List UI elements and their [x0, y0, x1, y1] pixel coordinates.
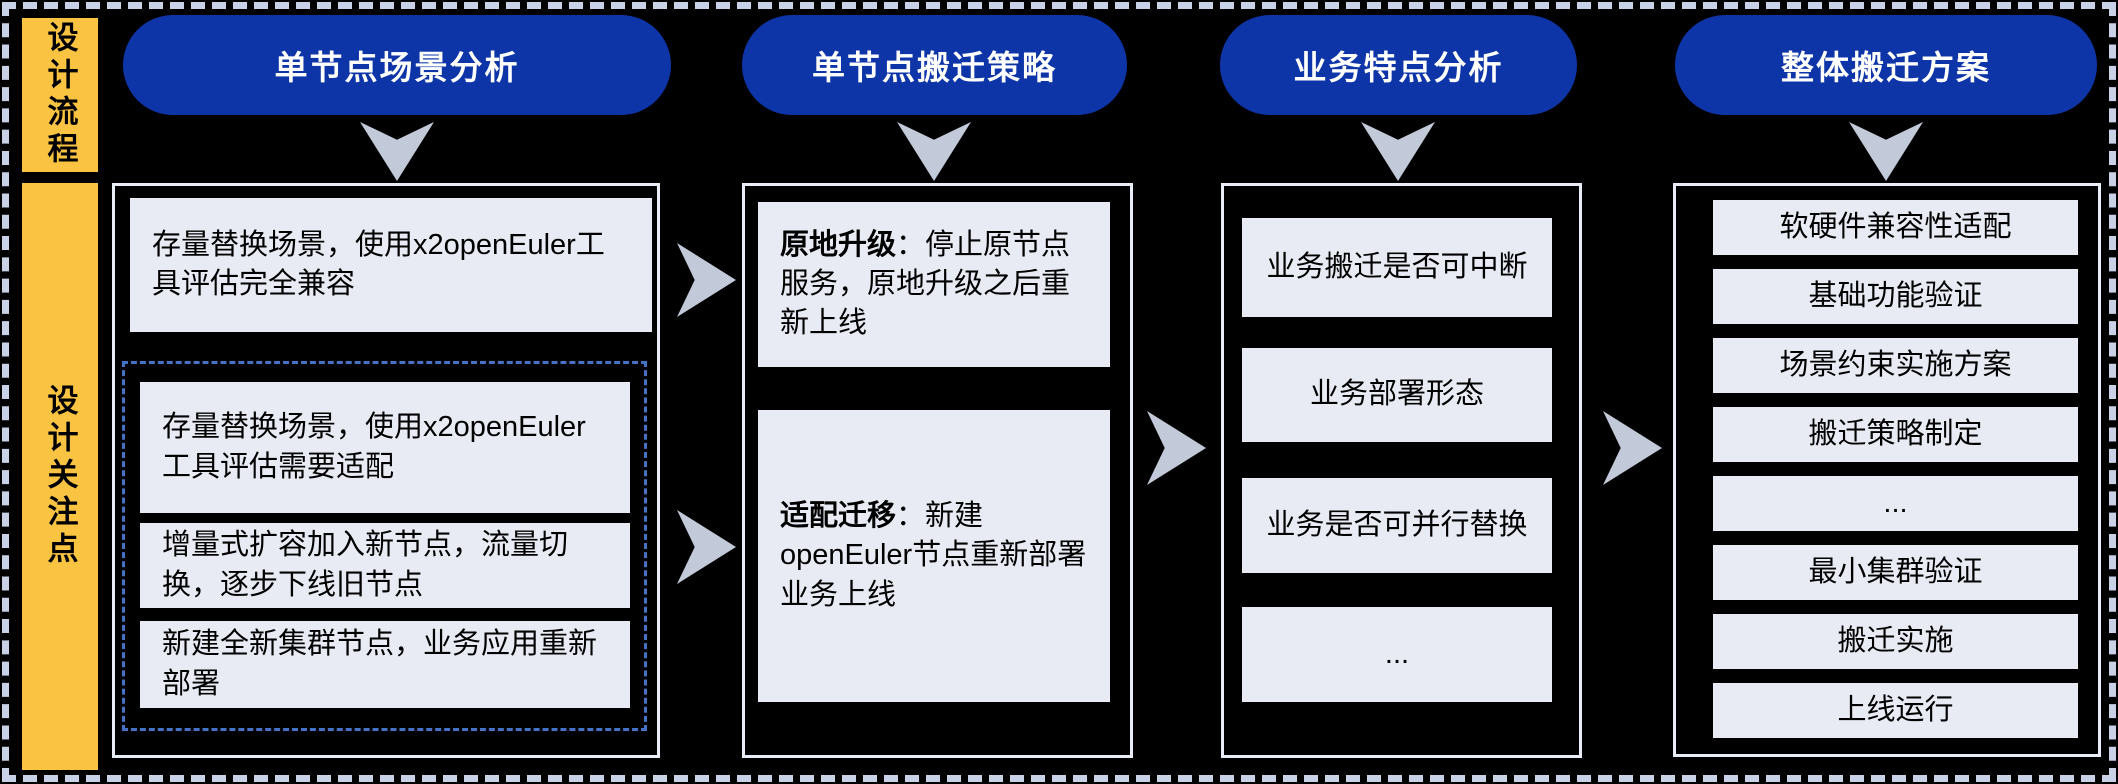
box-text: ...	[1384, 637, 1410, 670]
chevron-right-icon	[677, 243, 736, 317]
chevron-right-icon	[1603, 411, 1662, 485]
box-text: 搬迁策略制定	[1808, 417, 1983, 450]
box-text: ...	[1883, 486, 1908, 519]
box-text: 基础功能验证	[1808, 279, 1983, 312]
box-text: 业务部署形态	[1309, 378, 1484, 411]
box-adaptation-migration: 适配迁移：新建openEuler节点重新部署业务上线	[758, 410, 1110, 702]
dashed-adaptation-group	[122, 361, 647, 731]
box-text: 业务搬迁是否可中断	[1266, 250, 1528, 283]
sidebar-label-design-focus: 设计关注点	[22, 183, 98, 770]
chevron-down-icon	[897, 122, 971, 181]
box-hw-sw-compatibility: 软硬件兼容性适配	[1713, 200, 2078, 255]
box-text: 适配迁移：新建openEuler节点重新部署业务上线	[780, 497, 1088, 614]
chevron-down-icon	[360, 122, 434, 181]
box-ellipsis: ...	[1713, 476, 2078, 531]
box-minimal-cluster-verification: 最小集群验证	[1713, 545, 2078, 600]
box-text: 存量替换场景，使用x2openEuler工具评估完全兼容	[152, 228, 605, 300]
box-stock-replace-fully-compatible: 存量替换场景，使用x2openEuler工具评估完全兼容	[130, 198, 652, 332]
box-deployment-form: 业务部署形态	[1242, 348, 1552, 442]
box-text: 增量式扩容加入新节点，流量切换，逐步下线旧节点	[162, 529, 569, 601]
box-text: 存量替换场景，使用x2openEuler工具评估需要适配	[162, 411, 586, 483]
pill-single-node-migration-strategy: 单节点搬迁策略	[742, 15, 1127, 115]
box-text-rest: ：停止原节点服务，原地升级之后重新上线	[780, 228, 1071, 340]
box-scenario-constraint-plan: 场景约束实施方案	[1713, 338, 2078, 393]
box-migration-strategy-formulation: 搬迁策略制定	[1713, 407, 2078, 462]
box-text-bold: 原地升级	[780, 228, 897, 261]
box-new-cluster-redeploy: 新建全新集群节点，业务应用重新部署	[140, 621, 630, 708]
pill-business-characteristics-analysis: 业务特点分析	[1220, 15, 1577, 115]
chevron-down-icon	[1361, 122, 1435, 181]
box-incremental-expansion: 增量式扩容加入新节点，流量切换，逐步下线旧节点	[140, 523, 630, 608]
box-stock-replace-needs-adaptation: 存量替换场景，使用x2openEuler工具评估需要适配	[140, 382, 630, 513]
box-text: 新建全新集群节点，业务应用重新部署	[162, 628, 598, 700]
box-ellipsis: ...	[1242, 607, 1552, 702]
box-migration-implementation: 搬迁实施	[1713, 614, 2078, 669]
sidebar-label-design-process: 设计流程	[22, 18, 98, 172]
box-text: 最小集群验证	[1808, 555, 1983, 588]
box-in-place-upgrade: 原地升级：停止原节点服务，原地升级之后重新上线	[758, 202, 1110, 367]
chevron-down-icon	[1849, 122, 1923, 181]
chevron-right-icon	[677, 510, 736, 584]
box-basic-function-verification: 基础功能验证	[1713, 269, 2078, 324]
box-text: 软硬件兼容性适配	[1779, 210, 2012, 243]
pill-single-node-scenario-analysis: 单节点场景分析	[123, 15, 671, 115]
box-text: 业务是否可并行替换	[1266, 508, 1528, 541]
pill-overall-migration-plan: 整体搬迁方案	[1675, 15, 2097, 115]
box-text: 上线运行	[1837, 693, 1954, 726]
box-text: 原地升级：停止原节点服务，原地升级之后重新上线	[780, 226, 1088, 343]
box-interruptible-migration: 业务搬迁是否可中断	[1242, 218, 1552, 317]
box-text: 场景约束实施方案	[1779, 348, 2012, 381]
box-online-operation: 上线运行	[1713, 683, 2078, 738]
box-text-rest: ：新建openEuler节点重新部署业务上线	[780, 500, 1087, 611]
box-parallel-replace: 业务是否可并行替换	[1242, 478, 1552, 573]
chevron-right-icon	[1147, 411, 1206, 485]
box-text: 搬迁实施	[1837, 624, 1954, 657]
box-text-bold: 适配迁移	[780, 500, 897, 533]
